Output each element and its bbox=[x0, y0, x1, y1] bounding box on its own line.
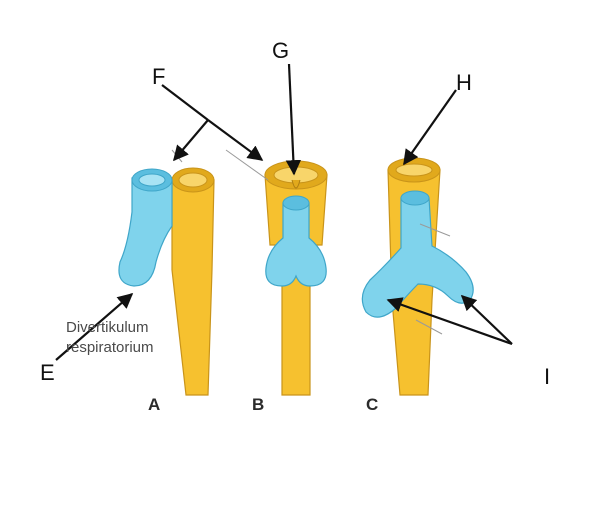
label-g: G bbox=[272, 38, 289, 63]
arrow-i-right bbox=[460, 294, 513, 345]
panel-a-figure bbox=[118, 167, 215, 396]
label-f: F bbox=[152, 64, 165, 89]
arrow-e bbox=[55, 292, 134, 361]
panel-b-trachea-opening bbox=[282, 195, 310, 211]
panel-c-lung-buds bbox=[361, 197, 474, 318]
annotation-line-2: respiratorium bbox=[66, 339, 154, 356]
panel-b-lung-buds bbox=[265, 202, 327, 287]
panel-label-a: A bbox=[148, 395, 160, 414]
panel-label-c: C bbox=[366, 395, 378, 414]
arrow-g bbox=[285, 63, 302, 176]
label-h: H bbox=[456, 70, 472, 95]
label-e: E bbox=[40, 360, 55, 385]
panel-a-respiratory-diverticulum bbox=[118, 177, 173, 287]
annotation-line-1: Divertikulum bbox=[66, 319, 149, 336]
arrow-f-to-b bbox=[207, 119, 264, 161]
arrow-i-left bbox=[386, 297, 513, 346]
arrow-f-stem bbox=[161, 84, 209, 121]
panel-a-foregut-tube bbox=[171, 179, 215, 396]
panel-b-esophagus bbox=[281, 274, 311, 396]
panel-c-figure bbox=[361, 157, 474, 396]
panel-label-b: B bbox=[252, 395, 264, 414]
arrow-h bbox=[403, 89, 457, 166]
label-i: I bbox=[544, 364, 550, 389]
arrow-f-to-a bbox=[173, 119, 209, 162]
panel-b-figure bbox=[264, 160, 328, 396]
panel-c-trachea-opening bbox=[400, 190, 430, 206]
